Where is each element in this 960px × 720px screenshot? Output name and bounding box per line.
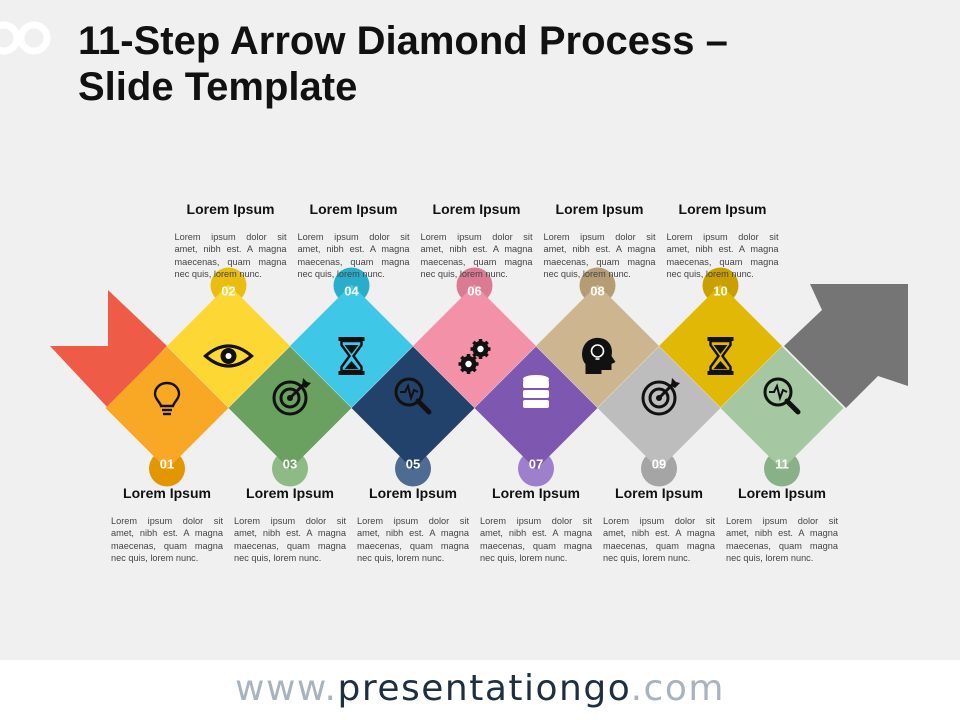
arrow-tail bbox=[50, 290, 167, 408]
step-title: Lorem Ipsum bbox=[555, 201, 644, 217]
step-number: 04 bbox=[344, 284, 359, 299]
step-05: 05 bbox=[351, 346, 475, 487]
magnifier-pulse-icon bbox=[763, 377, 801, 415]
lightbulb-icon bbox=[153, 381, 181, 416]
arrow-head bbox=[784, 284, 908, 408]
title-line-2: Slide Template bbox=[78, 65, 358, 109]
step-body: Lorem ipsum dolor sit amet, nibh est. A … bbox=[357, 516, 469, 564]
step-body: Lorem ipsum dolor sit amet, nibh est. A … bbox=[420, 232, 533, 280]
head-bulb-icon bbox=[582, 337, 616, 374]
step-09: 09 bbox=[597, 346, 721, 487]
step-number: 11 bbox=[775, 457, 789, 472]
step-06: 06 bbox=[413, 267, 536, 408]
footer-url[interactable]: www.presentationgo.com bbox=[0, 668, 960, 709]
magnifier-pulse-icon bbox=[394, 377, 432, 415]
step-10: 10 bbox=[659, 267, 782, 408]
step-number: 05 bbox=[406, 457, 420, 472]
step-title: Lorem Ipsum bbox=[738, 485, 826, 501]
step-body: Lorem ipsum dolor sit amet, nibh est. A … bbox=[111, 516, 223, 564]
step-08: 08 bbox=[536, 267, 659, 408]
step-02: 02 bbox=[167, 267, 290, 408]
step-body: Lorem ipsum dolor sit amet, nibh est. A … bbox=[666, 232, 779, 280]
step-number: 03 bbox=[283, 457, 297, 472]
presentationgo-logo bbox=[0, 21, 51, 55]
step-07: 07 bbox=[474, 346, 598, 487]
step-number: 09 bbox=[652, 457, 666, 472]
step-diamond bbox=[720, 346, 844, 470]
gears-icon bbox=[458, 339, 491, 374]
step-title: Lorem Ipsum bbox=[492, 485, 580, 501]
step-title: Lorem Ipsum bbox=[123, 485, 211, 501]
step-11: 11 bbox=[720, 346, 844, 487]
step-03: 03 bbox=[228, 346, 352, 487]
footer-url-prefix: www. bbox=[235, 668, 338, 709]
footer: www.presentationgo.com bbox=[0, 660, 960, 720]
step-body: Lorem ipsum dolor sit amet, nibh est. A … bbox=[726, 516, 838, 564]
step-body: Lorem ipsum dolor sit amet, nibh est. A … bbox=[543, 232, 656, 280]
footer-url-brand: presentationgo bbox=[337, 668, 631, 709]
step-number: 07 bbox=[529, 457, 543, 472]
process-diagram: 01 02 03 04 05 06 07 08 09 10 11 bbox=[50, 267, 908, 487]
step-title: Lorem Ipsum bbox=[615, 485, 703, 501]
page-title: 11-Step Arrow Diamond Process – Slide Te… bbox=[78, 18, 938, 110]
database-icon bbox=[523, 375, 549, 408]
step-01: 01 bbox=[105, 346, 229, 487]
title-line-1: 11-Step Arrow Diamond Process – bbox=[78, 19, 728, 63]
step-body: Lorem ipsum dolor sit amet, nibh est. A … bbox=[174, 232, 287, 280]
step-title: Lorem Ipsum bbox=[369, 485, 457, 501]
step-number: 10 bbox=[713, 284, 727, 299]
step-number: 06 bbox=[467, 284, 481, 299]
step-title: Lorem Ipsum bbox=[432, 201, 521, 217]
step-number: 01 bbox=[160, 457, 174, 472]
step-diamond bbox=[351, 346, 475, 470]
step-title: Lorem Ipsum bbox=[309, 201, 398, 217]
step-body: Lorem ipsum dolor sit amet, nibh est. A … bbox=[603, 516, 715, 564]
step-body: Lorem ipsum dolor sit amet, nibh est. A … bbox=[297, 232, 410, 280]
step-title: Lorem Ipsum bbox=[246, 485, 334, 501]
step-04: 04 bbox=[290, 267, 413, 408]
step-number: 08 bbox=[590, 284, 604, 299]
step-title: Lorem Ipsum bbox=[186, 201, 275, 217]
step-body: Lorem ipsum dolor sit amet, nibh est. A … bbox=[234, 516, 346, 564]
step-title: Lorem Ipsum bbox=[678, 201, 767, 217]
step-diamond bbox=[105, 346, 229, 470]
step-number: 02 bbox=[221, 284, 235, 299]
hourglass-icon bbox=[707, 337, 734, 375]
target-icon bbox=[272, 378, 311, 416]
hourglass-icon bbox=[338, 337, 365, 375]
footer-url-suffix: .com bbox=[630, 668, 725, 709]
eye-icon bbox=[203, 344, 254, 368]
step-body: Lorem ipsum dolor sit amet, nibh est. A … bbox=[480, 516, 592, 564]
target-icon bbox=[641, 378, 680, 416]
